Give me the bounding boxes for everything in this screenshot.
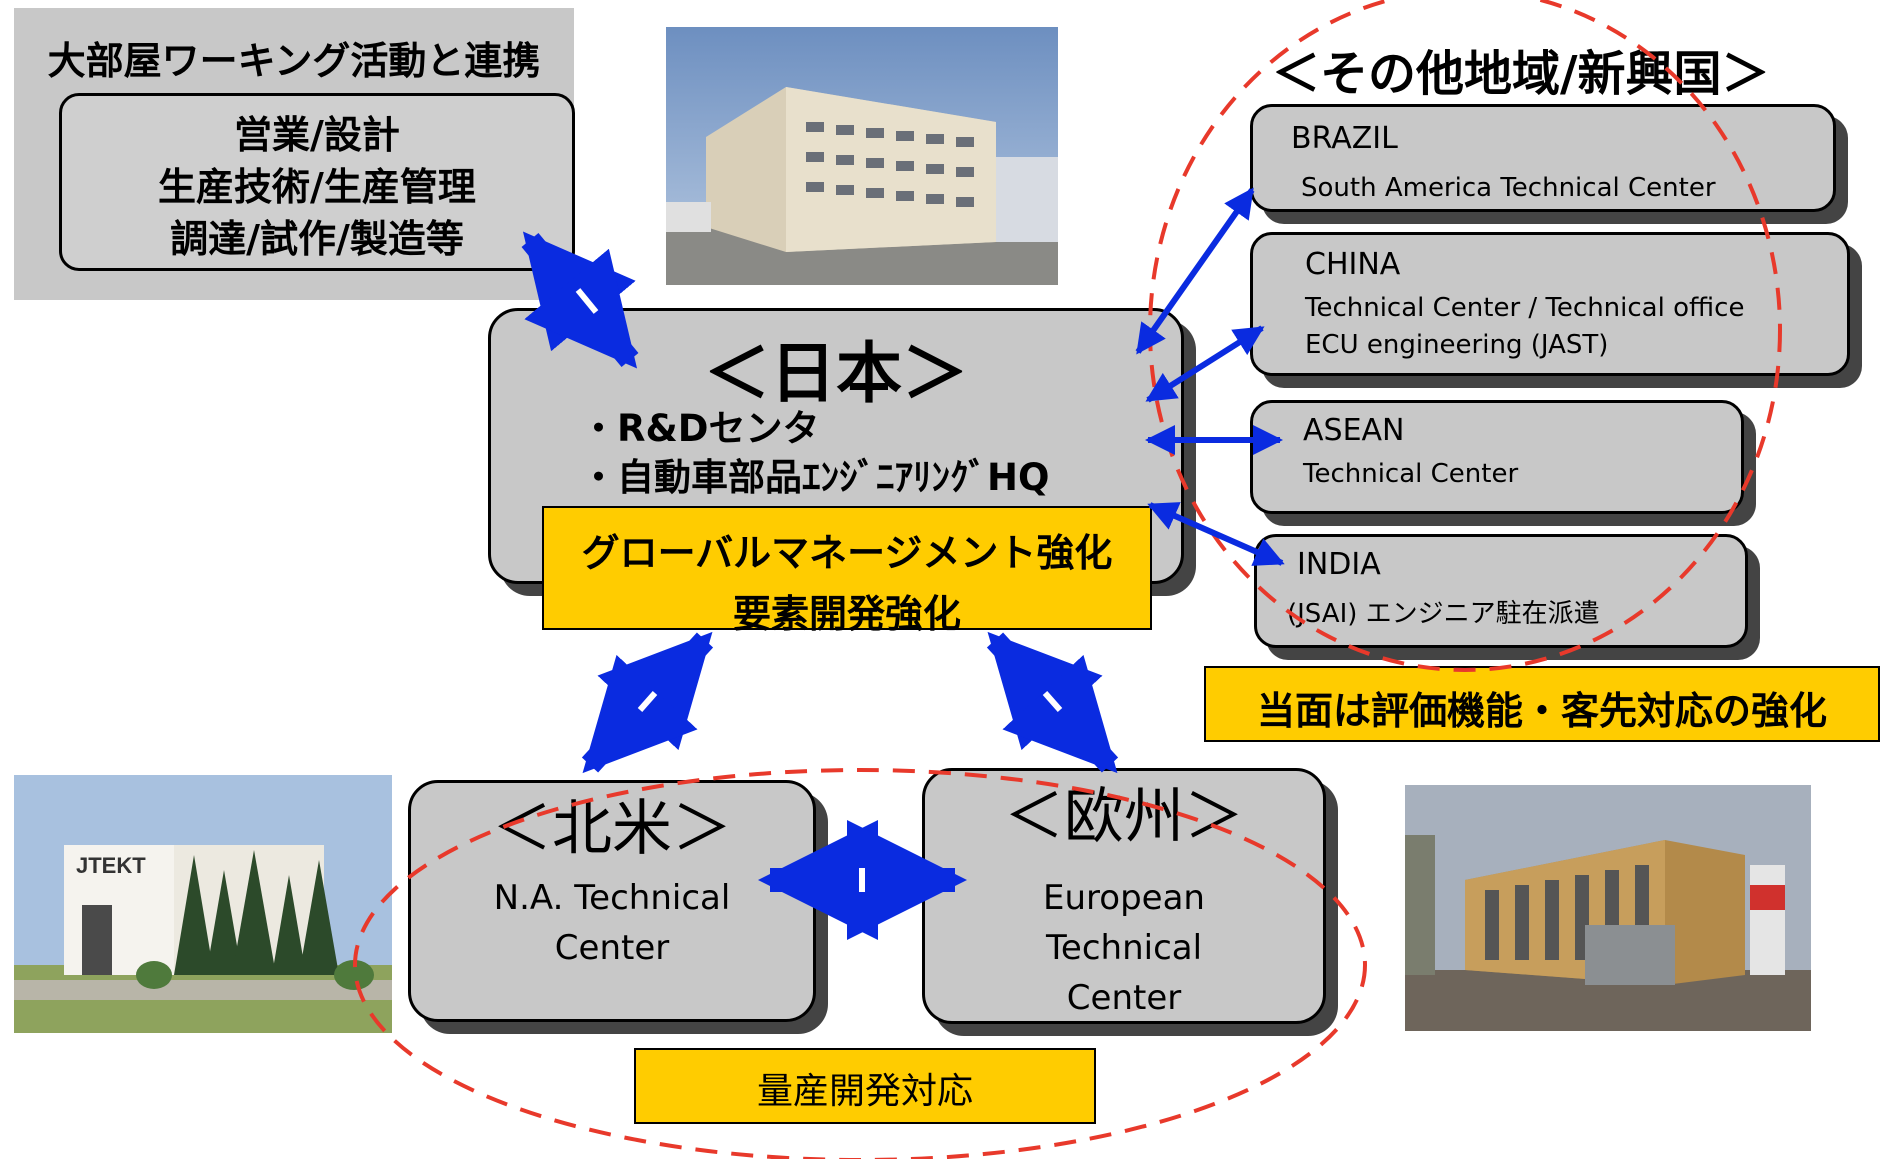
india-name: INDIA	[1297, 547, 1381, 582]
china-box: CHINA Technical Center / Technical offic…	[1250, 232, 1850, 376]
europe-line-2: Technical	[1045, 928, 1203, 968]
europe-photo	[1405, 785, 1811, 1031]
japan-banner-line-2: 要素開発強化	[732, 592, 961, 636]
china-desc-2: ECU engineering (JAST)	[1305, 330, 1609, 360]
north-america-line-2: Center	[554, 928, 670, 968]
india-desc: (JSAI) エンジニア駐在派遣	[1287, 599, 1600, 629]
team-inner-box: 営業/設計 生産技術/生産管理 調達/試作/製造等	[59, 93, 575, 271]
north-america-photo-sign: JTEKT	[76, 853, 146, 878]
japan-banner-line-1: グローバルマネージメント強化	[581, 531, 1113, 575]
other-regions-title: ＜その他地域/新興国＞	[1272, 46, 1770, 102]
team-line-3: 調達/試作/製造等	[170, 217, 464, 261]
north-america-line-1: N.A. Technical	[493, 878, 731, 918]
asean-name: ASEAN	[1303, 413, 1405, 448]
europe-line-3: Center	[1066, 978, 1182, 1018]
europe-line-1: European	[1043, 878, 1205, 918]
asean-desc: Technical Center	[1303, 459, 1519, 489]
team-title: 大部屋ワーキング活動と連携	[47, 39, 541, 83]
team-line-2: 生産技術/生産管理	[158, 165, 476, 209]
europe-title: ＜欧州＞	[1004, 782, 1244, 852]
china-name: CHINA	[1305, 247, 1401, 282]
other-regions-banner: 当面は評価機能・客先対応の強化	[1204, 666, 1880, 742]
asean-box: ASEAN Technical Center	[1250, 400, 1744, 514]
team-line-1: 営業/設計	[234, 113, 400, 157]
mass-production-text: 量産開発対応	[756, 1071, 973, 1112]
japan-building-photo	[666, 27, 1058, 285]
other-regions-banner-text: 当面は評価機能・客先対応の強化	[1256, 689, 1827, 733]
japan-item-rd: ・R&Dセンタ	[580, 407, 820, 450]
japan-item-hq: ・自動車部品ｴﾝｼﾞﾆｱﾘﾝｸﾞHQ	[580, 456, 1050, 499]
japan-banner: グローバルマネージメント強化 要素開発強化	[542, 506, 1152, 636]
japan-title: ＜日本＞	[704, 335, 968, 412]
brazil-desc: South America Technical Center	[1301, 173, 1716, 203]
mass-production-banner: 量産開発対応	[634, 1048, 1096, 1124]
north-america-photo: JTEKT	[14, 775, 392, 1033]
china-desc-1: Technical Center / Technical office	[1305, 293, 1745, 323]
india-box: INDIA (JSAI) エンジニア駐在派遣	[1254, 534, 1748, 648]
japan-europe-arrow	[986, 631, 1119, 774]
team-panel: 大部屋ワーキング活動と連携 営業/設計 生産技術/生産管理 調達/試作/製造等	[14, 8, 575, 300]
brazil-name: BRAZIL	[1291, 121, 1398, 156]
north-america-title: ＜北米＞	[492, 794, 732, 864]
brazil-box: BRAZIL South America Technical Center	[1250, 104, 1836, 212]
japan-north-america-arrow	[581, 631, 714, 774]
